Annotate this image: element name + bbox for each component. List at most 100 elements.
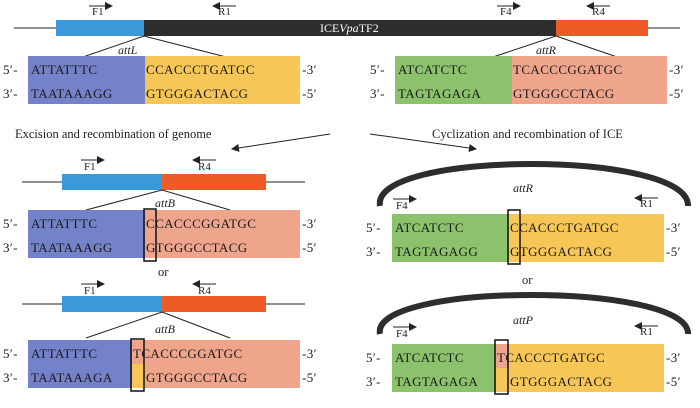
attr-loop-bot-seq-a: TAGTAGAGG bbox=[395, 244, 478, 259]
attb-2-top-seq-a: ATTATTTC bbox=[31, 346, 97, 361]
pathway-captions: Excision and recombination of genome Cyc… bbox=[15, 127, 623, 152]
attl-notch bbox=[132, 80, 145, 104]
right-flank-bar bbox=[556, 20, 648, 36]
attl-bot-5prime: -5′ bbox=[302, 86, 317, 101]
attp-loop-core-box bbox=[494, 339, 509, 395]
attb-1-left-box bbox=[28, 210, 145, 258]
attr-top-5prime-right: -5′ bbox=[669, 86, 684, 101]
attr-loop-bot-5prime: -5′ bbox=[666, 244, 681, 259]
attp-loop-bot-seq-a: TAGTAGAGA bbox=[395, 374, 478, 389]
attr-loop-top-5prime: 5′- bbox=[366, 220, 381, 235]
attr-loop-left-box bbox=[392, 214, 509, 262]
attr-loop-top-3prime: -3′ bbox=[666, 220, 681, 235]
attb-2-top-seq-b: TCACCCGGATGC bbox=[133, 346, 243, 361]
primer-f1-label: F1 bbox=[92, 6, 104, 18]
attb-2-f1-label: F1 bbox=[84, 285, 96, 297]
attb-1-f1-label: F1 bbox=[84, 161, 96, 173]
arrow-to-cyclization bbox=[369, 133, 477, 152]
attr-zoom-line-right bbox=[555, 35, 621, 59]
attp-loop-bot-notch bbox=[496, 368, 509, 392]
attr-loop-top-seq-b: CCACCCTGATGC bbox=[510, 220, 619, 235]
attr-loop-r1-label: R1 bbox=[640, 198, 653, 210]
attp-loop-f4-label: F4 bbox=[396, 328, 408, 340]
attb-1-top-seq-a: ATTATTTC bbox=[31, 216, 97, 231]
attp-circular-ice bbox=[376, 292, 692, 335]
attr-top-left-box bbox=[395, 56, 512, 104]
attr-top-3prime-left: 3′- bbox=[370, 86, 385, 101]
attr-loop-right-box bbox=[509, 214, 664, 262]
or-right: or bbox=[522, 273, 533, 287]
attb-2-bot-notch bbox=[132, 364, 145, 388]
attr-top-3prime: -3′ bbox=[669, 62, 684, 77]
attp-loop-bot-seq-b: GTGGGACTACG bbox=[510, 374, 612, 389]
attb-2-right-box bbox=[145, 340, 300, 388]
attr-bot-seq-a: TAGTAGAGA bbox=[398, 86, 481, 101]
top-genome-map: ICEVpaTF2 F1 R1 F4 R4 bbox=[14, 2, 680, 59]
attb-1-top-seq-b: CCACCCGGATGC bbox=[146, 216, 256, 231]
attl-sequence-block: attL 5′- 3′- ATTATTTC CCACCCTGATGC TAATA… bbox=[3, 43, 317, 104]
left-flank-bar bbox=[56, 20, 144, 36]
attr-loop-bot-seq-b: GTGGGACTACG bbox=[510, 244, 612, 259]
attr-loop-label: attR bbox=[513, 181, 534, 195]
attb-2-bot-3prime: 3′- bbox=[3, 370, 18, 385]
attl-label: attL bbox=[118, 43, 138, 57]
attr-top-5prime: 5′- bbox=[370, 62, 385, 77]
attb-1-top-3prime: -3′ bbox=[302, 216, 317, 231]
attb-1-orange-bar bbox=[162, 174, 266, 190]
attr-loop-block: F4 R1 attR 5′- 3′- ATCATCTC CCACCCTGATGC… bbox=[366, 161, 692, 265]
attp-loop-top-notch bbox=[496, 344, 509, 368]
attl-bot-seq-b: GTGGGACTACG bbox=[146, 86, 248, 101]
attb-2-core-box bbox=[130, 338, 145, 392]
attp-loop-bot-5prime: -5′ bbox=[666, 374, 681, 389]
attb-2-block: F1 R4 attB 5′- 3′- ATTATTTC TCACCCGGATGC… bbox=[3, 280, 317, 392]
attb-2-bot-seq-b: GTGGGCCTACG bbox=[146, 370, 248, 385]
attl-top-5prime: 5′- bbox=[3, 62, 18, 77]
primer-r1-label: R1 bbox=[218, 6, 231, 18]
attp-loop-bot-3prime: 3′- bbox=[366, 374, 381, 389]
attb-2-orange-bar bbox=[162, 296, 266, 312]
attb-1-label: attB bbox=[155, 196, 176, 210]
attl-zoom-line-left bbox=[79, 35, 145, 59]
attl-bot-seq-a: TAATAAAGG bbox=[31, 86, 113, 101]
attr-circular-ice bbox=[376, 161, 692, 207]
attp-loop-left-box bbox=[392, 344, 509, 392]
attp-loop-top-5prime: 5′- bbox=[366, 350, 381, 365]
attb-1-bot-seq-a: TAATAAAGG bbox=[31, 240, 113, 255]
attb-2-top-3prime: -3′ bbox=[302, 346, 317, 361]
attp-loop-label: attP bbox=[513, 313, 534, 327]
attr-loop-f4-label: F4 bbox=[396, 200, 408, 212]
attr-loop-top-seq-a: ATCATCTC bbox=[395, 220, 464, 235]
attr-top-seq-b: TCACCCGGATGC bbox=[513, 62, 623, 77]
attb-1-top-5prime: 5′- bbox=[3, 216, 18, 231]
attb-2-zoom-right bbox=[161, 311, 231, 339]
or-left: or bbox=[158, 265, 169, 279]
attb-1-notch bbox=[132, 234, 145, 258]
attb-1-bot-5prime: -5′ bbox=[302, 240, 317, 255]
attb-1-blue-bar bbox=[62, 174, 162, 190]
ice-element-bar bbox=[144, 20, 556, 36]
ice-name-label: ICEVpaTF2 bbox=[320, 21, 379, 35]
primer-r4-label: R4 bbox=[592, 6, 605, 18]
attb-2-left-box bbox=[28, 340, 145, 388]
attr-top-seq-a: ATCATCTC bbox=[398, 62, 467, 77]
attl-right-box bbox=[145, 56, 300, 104]
attl-top-seq-a: ATTATTTC bbox=[31, 62, 97, 77]
attp-loop-r1-label: R1 bbox=[640, 326, 653, 338]
attb-2-top-notch bbox=[132, 340, 145, 364]
attb-1-bot-seq-b: GTGGGCCTACG bbox=[146, 240, 248, 255]
arrow-to-excision bbox=[231, 133, 331, 152]
attl-top-3prime: -3′ bbox=[302, 62, 317, 77]
attp-loop-block: F4 R1 attP 5′- 3′- ATCATCTC TCACCCTGATGC… bbox=[366, 292, 692, 395]
caption-excision: Excision and recombination of genome bbox=[15, 127, 212, 141]
attp-loop-right-box bbox=[509, 344, 664, 392]
attr-loop-notch bbox=[496, 238, 509, 262]
attl-left-box bbox=[28, 56, 145, 104]
primer-f4-label: F4 bbox=[500, 6, 512, 18]
attb-2-label: attB bbox=[155, 322, 176, 336]
attr-zoom-line-left bbox=[489, 35, 557, 59]
attb-1-core-box bbox=[143, 208, 157, 262]
attb-1-bot-3prime: 3′- bbox=[3, 240, 18, 255]
attb-2-zoom-left bbox=[85, 311, 163, 339]
